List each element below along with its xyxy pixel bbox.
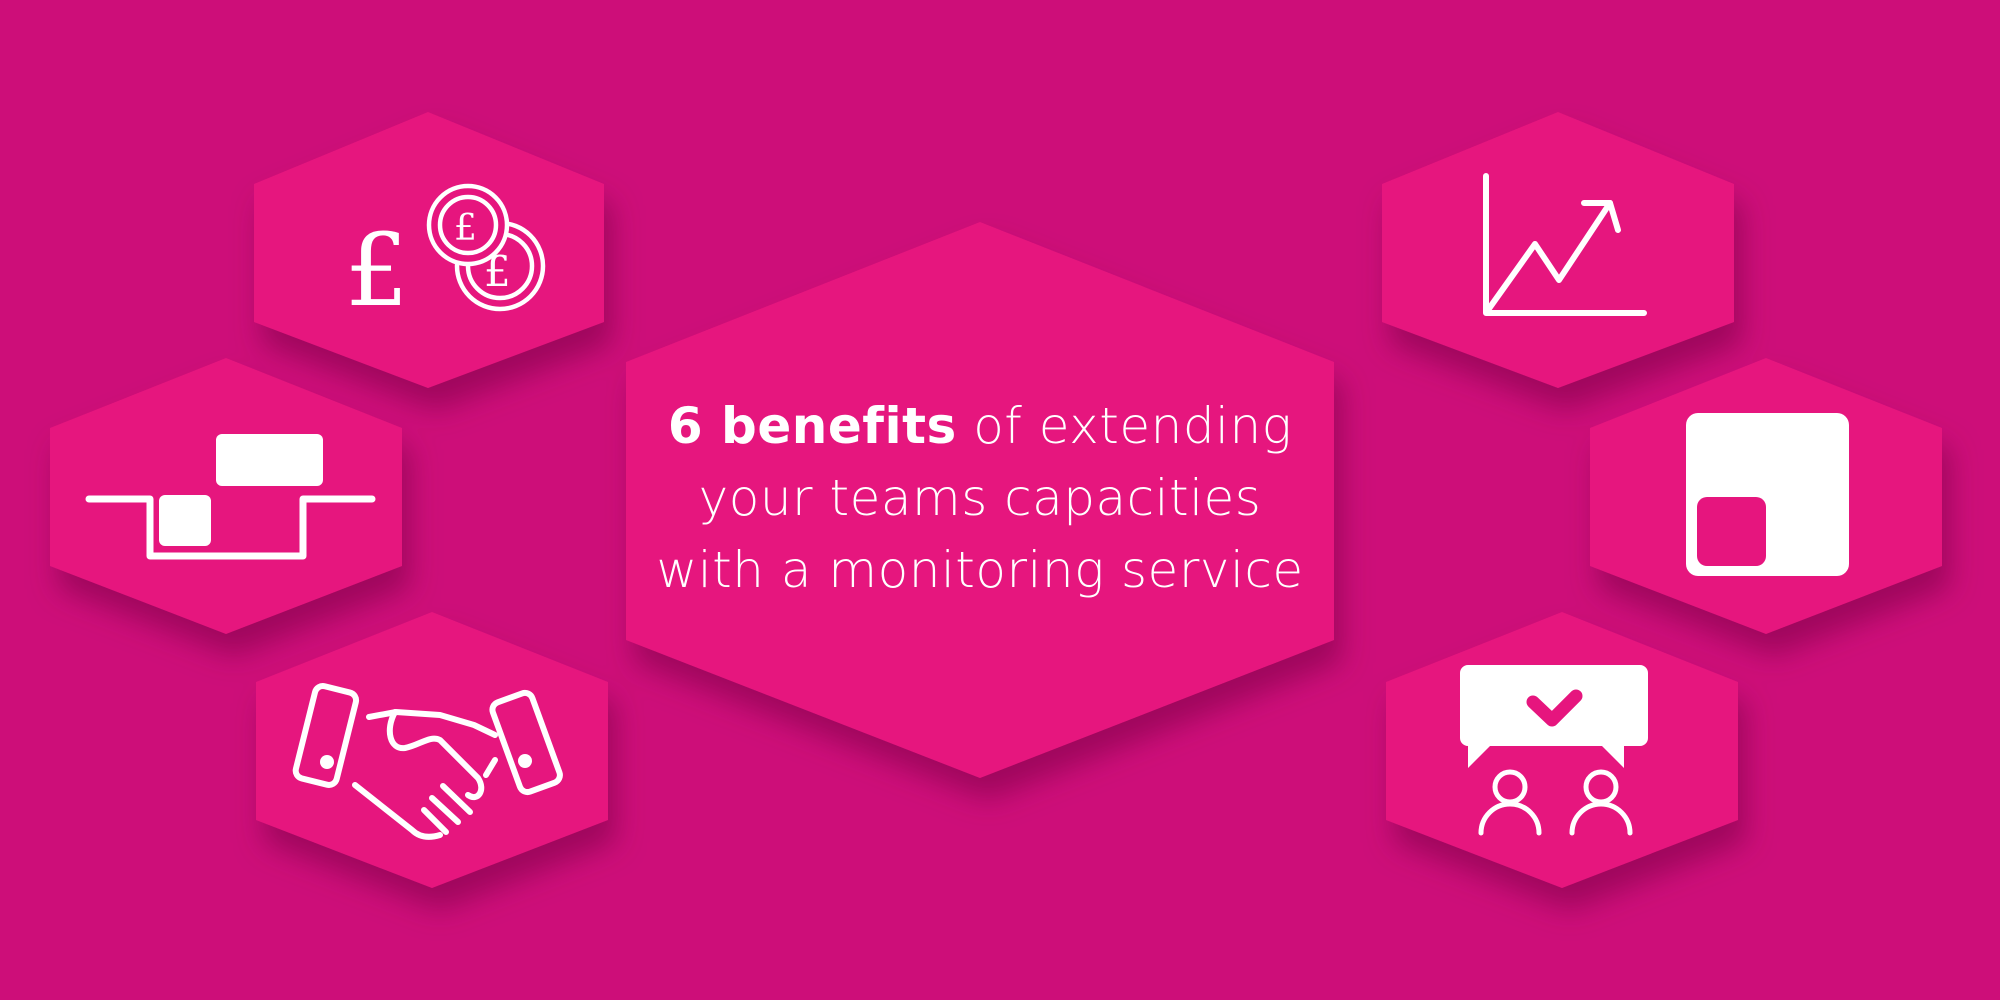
hexagon-bottom-left: [256, 612, 608, 888]
svg-text:£: £: [454, 208, 477, 249]
hexagon-middle-left: [50, 358, 402, 634]
svg-text:£: £: [345, 212, 409, 329]
title-line-1-rest: of extending: [956, 397, 1293, 455]
title-line-1: 6 benefits of extending: [626, 390, 1334, 462]
scalable-squares-icon: [1686, 413, 1849, 576]
pound-coins-icon: £ £ £: [345, 183, 546, 329]
hexagon-top-right: [1382, 112, 1734, 388]
svg-text:£: £: [484, 247, 511, 296]
title-line-3: with a monitoring service: [656, 541, 1304, 599]
team-agreement-icon: [1460, 665, 1648, 836]
handshake-icon: [292, 683, 563, 840]
title-highlight: 6 benefits: [667, 397, 957, 455]
title-line-2: your teams capacities: [698, 469, 1262, 527]
hexagon-center: [626, 222, 1334, 778]
hexagon-bottom-right: [1386, 612, 1738, 888]
center-title: 6 benefits of extending your teams capac…: [626, 390, 1334, 606]
capacity-gap-blocks-icon: [85, 434, 376, 560]
growth-chart-icon: [1483, 173, 1647, 316]
hexagon-top-left: [254, 112, 604, 388]
